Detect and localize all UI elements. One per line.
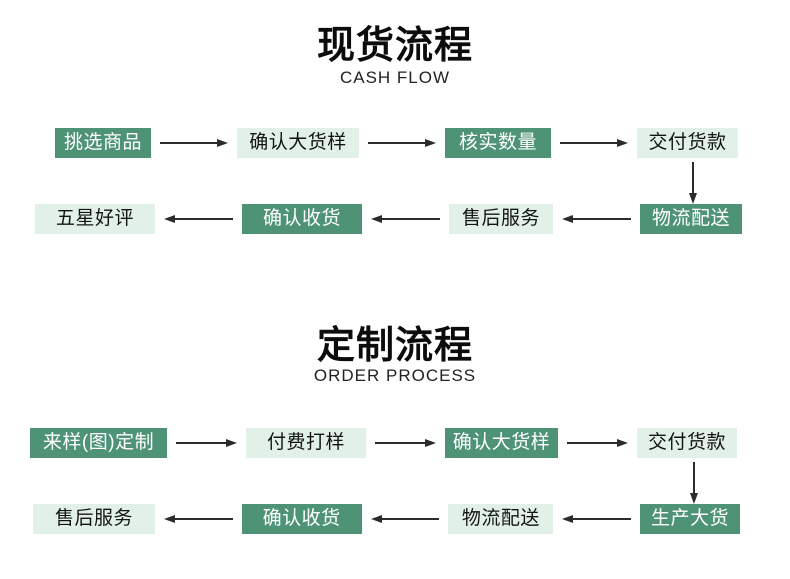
flow-step: 物流配送	[640, 204, 742, 234]
flow-step: 挑选商品	[55, 128, 151, 158]
flow-step: 来样(图)定制	[30, 428, 167, 458]
flow-step: 核实数量	[445, 128, 551, 158]
flow-step: 售后服务	[449, 204, 553, 234]
arrow-right-icon	[567, 438, 628, 448]
arrow-left-icon	[562, 214, 631, 224]
arrow-right-icon	[160, 138, 228, 148]
order-process-row-2: 售后服务 确认收货 物流配送 生产大货	[0, 504, 790, 534]
flow-step: 确认收货	[242, 204, 362, 234]
arrow-right-icon	[368, 138, 436, 148]
cash-flow-row-2: 五星好评 确认收货 售后服务 物流配送	[0, 204, 790, 234]
arrow-left-icon	[370, 514, 440, 524]
arrow-left-icon	[164, 514, 233, 524]
order-process-subtitle: ORDER PROCESS	[313, 366, 477, 385]
flow-step: 确认收货	[241, 504, 362, 534]
arrow-left-icon	[371, 214, 440, 224]
cash-flow-subtitle: CASH FLOW	[339, 68, 451, 87]
order-process-title: 定制流程	[316, 325, 473, 367]
order-process-row-1: 来样(图)定制 付费打样 确认大货样 交付货款	[0, 428, 790, 458]
flow-step: 生产大货	[640, 504, 741, 534]
flow-step: 交付货款	[637, 128, 738, 158]
arrow-right-icon	[375, 438, 436, 448]
arrow-down-icon	[687, 162, 699, 204]
flow-step: 确认大货样	[445, 428, 558, 458]
cash-flow-row-1: 挑选商品 确认大货样 核实数量 交付货款	[0, 128, 790, 158]
arrow-right-icon	[176, 438, 237, 448]
arrow-down-icon	[688, 462, 700, 504]
flow-step: 五星好评	[35, 204, 155, 234]
flow-step: 售后服务	[33, 504, 155, 534]
arrow-left-icon	[164, 214, 233, 224]
flow-step: 确认大货样	[237, 128, 359, 158]
cash-flow-title: 现货流程	[316, 25, 473, 67]
flow-step: 付费打样	[246, 428, 366, 458]
flow-step: 物流配送	[448, 504, 554, 534]
arrow-right-icon	[560, 138, 628, 148]
flow-step: 交付货款	[637, 428, 737, 458]
arrow-left-icon	[562, 514, 632, 524]
